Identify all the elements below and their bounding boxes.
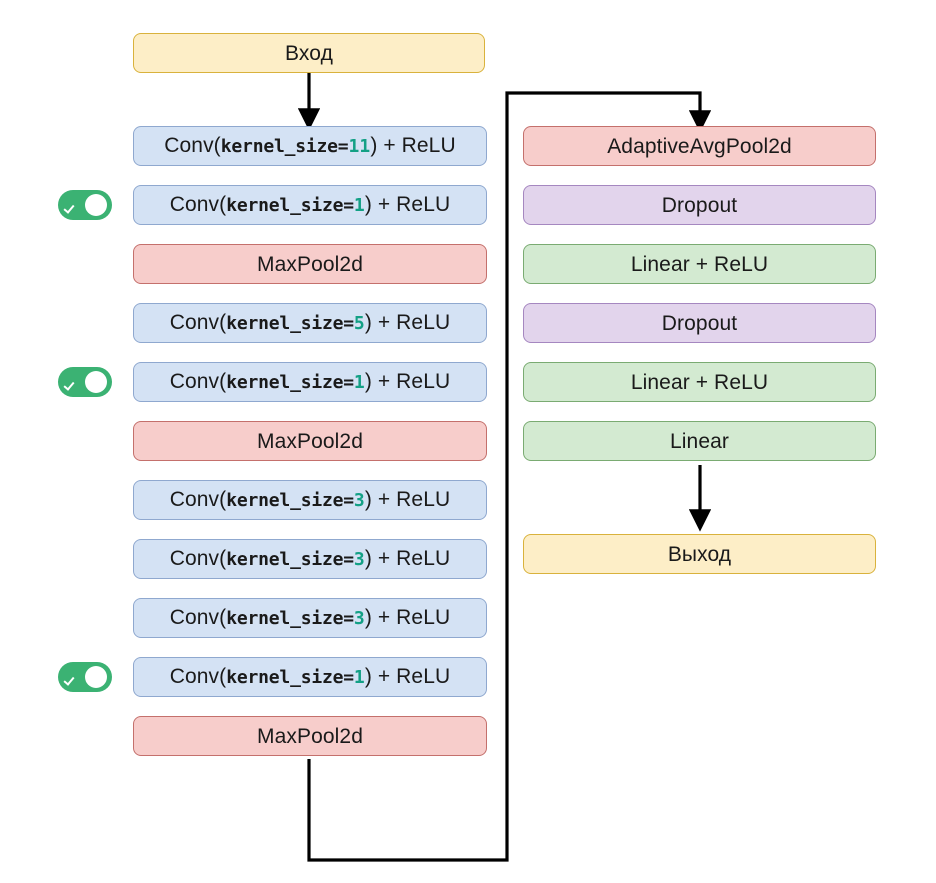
conv-kernel-value: 1 (353, 372, 365, 393)
conv-kernel-value: 3 (353, 608, 365, 629)
conv-prefix: Conv( (169, 311, 227, 334)
node-conv5-label: Conv(kernel_size=3) + ReLU (170, 488, 451, 512)
node-conv5[interactable]: Conv(kernel_size=3) + ReLU (133, 480, 487, 520)
conv-prefix: Conv( (169, 193, 227, 216)
conv-prefix: Conv( (164, 134, 221, 157)
conv-prefix: Conv( (169, 606, 227, 629)
conv-suffix: ) + ReLU (364, 370, 451, 393)
node-linear2-label: Linear + ReLU (630, 370, 769, 394)
node-conv7-label: Conv(kernel_size=3) + ReLU (170, 606, 451, 630)
check-icon (65, 198, 79, 212)
node-avgpool[interactable]: AdaptiveAvgPool2d (523, 126, 876, 166)
conv-suffix: ) + ReLU (364, 193, 451, 216)
conv-kernel-value: 3 (353, 549, 365, 570)
node-linear1-label: Linear + ReLU (630, 252, 769, 276)
node-conv2[interactable]: Conv(kernel_size=1) + ReLU (133, 185, 487, 225)
conv-arg: kernel_size= (226, 608, 354, 629)
conv-prefix: Conv( (169, 370, 227, 393)
conv-prefix: Conv( (169, 665, 227, 688)
node-pool2-label: MaxPool2d (257, 429, 363, 453)
node-output-label: Выход (667, 542, 732, 566)
conv-suffix: ) + ReLU (364, 547, 451, 570)
node-avgpool-label: AdaptiveAvgPool2d (607, 134, 792, 158)
node-linear3[interactable]: Linear (523, 421, 876, 461)
conv-arg: kernel_size= (220, 136, 349, 157)
node-conv6-label: Conv(kernel_size=3) + ReLU (170, 547, 451, 571)
conv-prefix: Conv( (169, 547, 227, 570)
conv-kernel-value: 3 (353, 490, 365, 511)
node-dropout2-label: Dropout (661, 311, 738, 335)
node-dropout2[interactable]: Dropout (523, 303, 876, 343)
toggle-conv2[interactable] (58, 190, 112, 220)
node-pool1-label: MaxPool2d (257, 252, 363, 276)
check-icon (65, 670, 79, 684)
conv-kernel-value: 1 (353, 667, 365, 688)
node-conv4-label: Conv(kernel_size=1) + ReLU (170, 370, 451, 394)
node-conv4[interactable]: Conv(kernel_size=1) + ReLU (133, 362, 487, 402)
toggle-knob (85, 371, 107, 393)
node-conv1[interactable]: Conv(kernel_size=11) + ReLU (133, 126, 487, 166)
node-pool2[interactable]: MaxPool2d (133, 421, 487, 461)
node-pool3[interactable]: MaxPool2d (133, 716, 487, 756)
toggle-conv8[interactable] (58, 662, 112, 692)
toggle-knob (85, 666, 107, 688)
node-conv6[interactable]: Conv(kernel_size=3) + ReLU (133, 539, 487, 579)
conv-prefix: Conv( (169, 488, 227, 511)
conv-kernel-value: 11 (348, 136, 371, 157)
conv-suffix: ) + ReLU (364, 488, 451, 511)
node-conv7[interactable]: Conv(kernel_size=3) + ReLU (133, 598, 487, 638)
node-input-label: Вход (285, 41, 333, 65)
node-conv8[interactable]: Conv(kernel_size=1) + ReLU (133, 657, 487, 697)
node-conv8-label: Conv(kernel_size=1) + ReLU (170, 665, 451, 689)
node-conv1-label: Conv(kernel_size=11) + ReLU (164, 134, 455, 158)
conv-suffix: ) + ReLU (364, 311, 451, 334)
node-pool1[interactable]: MaxPool2d (133, 244, 487, 284)
node-dropout1-label: Dropout (661, 193, 738, 217)
node-conv2-label: Conv(kernel_size=1) + ReLU (170, 193, 451, 217)
node-linear3-label: Linear (670, 429, 729, 453)
node-linear1[interactable]: Linear + ReLU (523, 244, 876, 284)
check-icon (65, 375, 79, 389)
node-dropout1[interactable]: Dropout (523, 185, 876, 225)
conv-kernel-value: 5 (353, 313, 365, 334)
node-input[interactable]: Вход (133, 33, 485, 73)
node-linear2[interactable]: Linear + ReLU (523, 362, 876, 402)
conv-kernel-value: 1 (353, 195, 365, 216)
conv-suffix: ) + ReLU (364, 665, 451, 688)
conv-suffix: ) + ReLU (364, 606, 451, 629)
conv-arg: kernel_size= (226, 313, 354, 334)
toggle-conv4[interactable] (58, 367, 112, 397)
conv-arg: kernel_size= (226, 490, 354, 511)
conv-arg: kernel_size= (226, 549, 354, 570)
node-pool3-label: MaxPool2d (257, 724, 363, 748)
conv-arg: kernel_size= (226, 667, 354, 688)
toggle-knob (85, 194, 107, 216)
conv-suffix: ) + ReLU (370, 134, 456, 157)
node-conv3[interactable]: Conv(kernel_size=5) + ReLU (133, 303, 487, 343)
node-conv3-label: Conv(kernel_size=5) + ReLU (170, 311, 451, 335)
conv-arg: kernel_size= (226, 372, 354, 393)
conv-arg: kernel_size= (226, 195, 354, 216)
node-output[interactable]: Выход (523, 534, 876, 574)
